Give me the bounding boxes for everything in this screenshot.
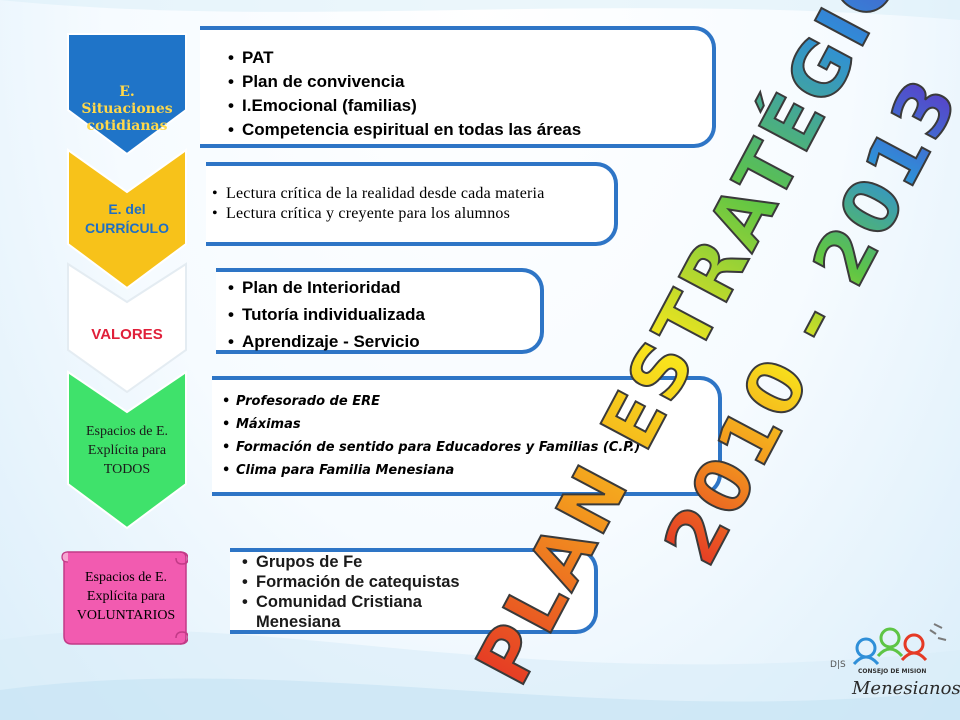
chevron-valores: VALORES	[66, 262, 188, 394]
scroll-label: Espacios de E. Explícita para VOLUNTARIO…	[76, 570, 176, 623]
chevron-todos: Espacios de E. Explícita para TODOS	[66, 370, 188, 530]
list-item: Lectura crítica de la realidad desde cad…	[212, 184, 614, 204]
chevron-curriculo: E. del CURRÍCULO	[66, 148, 188, 290]
list-item: Formación de sentido para Educadores y F…	[222, 436, 718, 459]
box-curriculo: Lectura crítica de la realidad desde cad…	[206, 162, 618, 246]
list-item: Clima para Familia Menesiana	[222, 459, 718, 482]
list-item: Lectura crítica y creyente para los alum…	[212, 204, 614, 224]
chevron-situaciones-cotidianas: E. Situaciones cotidianas	[66, 32, 188, 156]
box-valores: Plan de Interioridad Tutoría individuali…	[216, 268, 544, 355]
chevron-label: VALORES	[91, 326, 163, 343]
chevron-label: E. del CURRÍCULO	[85, 201, 169, 236]
list-item: Plan de Interioridad	[228, 274, 540, 301]
list-item: PAT	[228, 46, 712, 70]
list-item: Grupos de Fe	[242, 552, 594, 572]
box-todos: Profesorado de ERE Máximas Formación de …	[212, 376, 722, 496]
list-item: Formación de catequistas	[242, 572, 594, 592]
logo-small-text: CONSEJO DE MISION	[858, 668, 927, 675]
logo-name: Menesianos	[852, 678, 960, 699]
chevron-label: Espacios de E. Explícita para TODOS	[85, 424, 169, 477]
list-item: Tutoría individualizada	[228, 301, 540, 328]
list-item: Comunidad Cristiana Menesiana	[242, 592, 486, 632]
list-item: Competencia espiritual en todas las área…	[228, 118, 712, 142]
list-item: Máximas	[222, 413, 718, 436]
list-item: Profesorado de ERE	[222, 390, 718, 413]
chevron-label: E. Situaciones cotidianas	[81, 84, 173, 134]
scroll-voluntarios: Espacios de E. Explícita para VOLUNTARIO…	[60, 546, 188, 650]
title-line-1: PLAN ESTRATÉGICO	[458, 0, 949, 698]
logo-badge: D|S	[830, 660, 846, 670]
list-item: Plan de convivencia	[228, 70, 712, 94]
box-voluntarios: Grupos de Fe Formación de catequistas Co…	[230, 548, 598, 634]
list-item: I.Emocional (familias)	[228, 94, 712, 118]
menesianos-logo: D|S CONSEJO DE MISION Menesianos	[826, 620, 960, 710]
list-item: Aprendizaje - Servicio	[228, 328, 540, 355]
box-situaciones-cotidianas: PAT Plan de convivencia I.Emocional (fam…	[200, 26, 716, 148]
